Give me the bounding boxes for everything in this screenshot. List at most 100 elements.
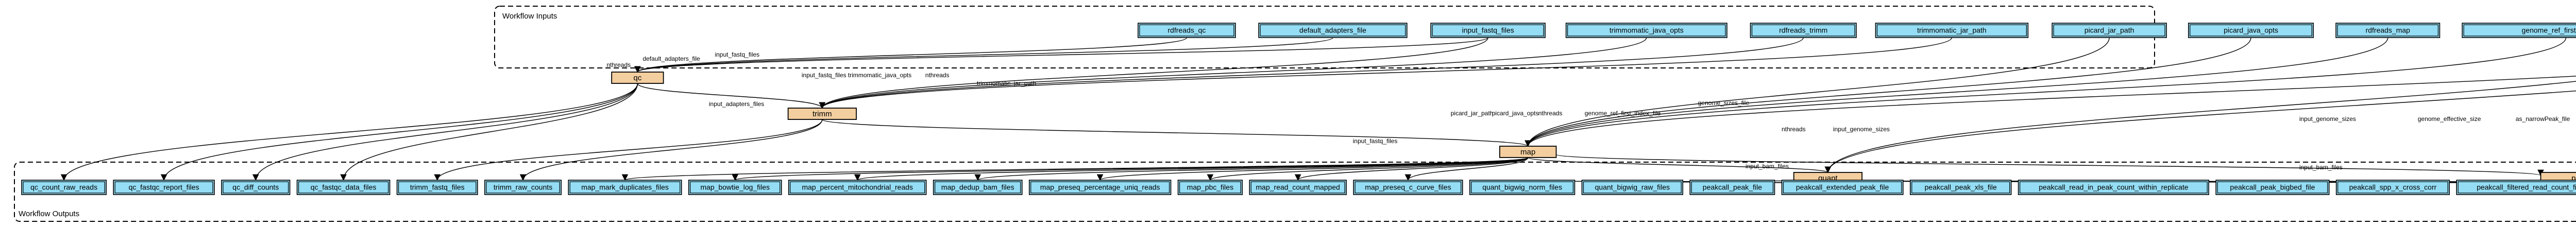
input-node-input-fastq-files[interactable]: input_fastq_files <box>1430 23 1546 38</box>
output-node-map-percent-mitochondrial-reads[interactable]: map_percent_mitochondrial_reads <box>788 180 927 195</box>
output-node-label: peakcall_peak_file <box>1703 183 1762 191</box>
output-node-qc-fastqc-data-files[interactable]: qc_fastqc_data_files <box>296 180 391 195</box>
input-node-label: rdfreads_map <box>2366 26 2411 34</box>
edge-label-map-genome-sizes: genome_sizes_file <box>1698 99 1750 107</box>
output-node-map-dedup-bam-files[interactable]: map_dedup_bam_files <box>933 180 1023 195</box>
edge-label-map-picard-java-opts: picard_java_opts <box>1492 110 1539 117</box>
output-node-label: peakcall_read_in_peak_count_within_repli… <box>2039 183 2189 191</box>
edge-qc-to-output-3 <box>340 83 638 181</box>
output-node-label: map_pbc_files <box>1187 183 1233 191</box>
output-node-label: map_percent_mitochondrial_reads <box>802 183 913 191</box>
edge-map-to-output-11 <box>1207 157 1529 181</box>
input-node-trimmomatic-jar-path[interactable]: trimmomatic_jar_path <box>1875 23 2029 38</box>
output-node-trimm-raw-counts[interactable]: trimm_raw_counts <box>484 180 562 195</box>
input-node-default-adapters-file[interactable]: default_adapters_file <box>1258 23 1408 38</box>
output-node-quant-bigwig-raw-files[interactable]: quant_bigwig_raw_files <box>1581 180 1684 195</box>
output-node-label: peakcall_extended_peak_file <box>1796 183 1889 191</box>
input-node-label: rdfreads_qc <box>1168 26 1206 34</box>
step-node-map[interactable]: map <box>1499 146 1557 158</box>
output-node-quant-bigwig-norm-files[interactable]: quant_bigwig_norm_files <box>1469 180 1575 195</box>
input-node-rdfreads-map[interactable]: rdfreads_map <box>2335 23 2441 38</box>
edge-label-peak-genome-effective-size: genome_effective_size <box>2418 115 2481 123</box>
edge-input-11-to-map <box>1524 76 2576 147</box>
output-node-qc-diff-counts[interactable]: qc_diff_counts <box>221 180 291 195</box>
edge-map-to-output-10 <box>1097 157 1529 181</box>
edge-label-map-picard-jar: picard_jar_path <box>1451 110 1494 117</box>
input-nodes: rdfreads_qc default_adapters_file input_fa… <box>1138 23 2576 38</box>
step-node-label: peak_call <box>2571 174 2576 183</box>
output-node-label: map_preseq_percentage_uniq_reads <box>1040 183 1160 191</box>
output-node-label: quant_bigwig_raw_files <box>1595 183 1670 191</box>
edge-input-7-to-map <box>1524 37 2251 147</box>
edge-label-map-input-fastq: input_fastq_files <box>1353 137 1398 145</box>
edge-input-2-to-qc <box>634 37 1488 73</box>
output-node-label: map_read_count_mapped <box>1256 183 1340 191</box>
output-node-peakcall-extended-peak-file[interactable]: peakcall_extended_peak_file <box>1781 180 1904 195</box>
input-node-genome-ref-first-index-file[interactable]: genome_ref_first_index_file <box>2462 23 2576 38</box>
output-node-map-mark-duplicates-files[interactable]: map_mark_duplicates_files <box>568 180 682 195</box>
edge-map-to-output-12 <box>1295 157 1529 181</box>
edge-map-to-output-7 <box>732 157 1529 181</box>
output-node-label: trimm_raw_counts <box>494 183 552 191</box>
edge-map-to-output-13 <box>1404 157 1529 181</box>
output-node-map-pbc-files[interactable]: map_pbc_files <box>1177 180 1243 195</box>
workflow-inputs-title: Workflow Inputs <box>502 12 557 21</box>
workflow-outputs-title: Workflow Outputs <box>19 209 79 218</box>
edge-map-to-quant <box>1528 157 1831 173</box>
edge-input-0-to-qc <box>634 37 1188 73</box>
edge-label-peak-input-bam: input_bam_files <box>2299 164 2343 171</box>
input-node-label: trimmomatic_jar_path <box>1917 26 1987 34</box>
input-node-picard-jar-path[interactable]: picard_jar_path <box>2052 23 2167 38</box>
edge-label-map-genome-ref: genome_ref_first_index_file <box>1585 110 1661 117</box>
edge-label-qc-default-adapters: default_adapters_file <box>642 55 700 62</box>
output-nodes: qc_count_raw_reads qc_fastqc_report_files… <box>21 180 2576 195</box>
output-node-peakcall-filtered-read-count-file[interactable]: peakcall_filtered_read_count_file <box>2456 180 2576 195</box>
edge-trimm-to-map <box>822 119 1531 147</box>
edge-label-trimm-input-fastq: input_fastq_files <box>802 72 846 79</box>
output-node-peakcall-peak-file[interactable]: peakcall_peak_file <box>1689 180 1775 195</box>
output-node-peakcall-peak-xls-file[interactable]: peakcall_peak_xls_file <box>1910 180 2012 195</box>
output-node-label: map_preseq_c_curve_files <box>1365 183 1451 191</box>
input-node-picard-java-opts[interactable]: picard_java_opts <box>2188 23 2314 38</box>
output-node-peakcall-peak-bigbed-file[interactable]: peakcall_peak_bigbed_file <box>2215 180 2330 195</box>
step-node-label: trimm <box>812 110 832 118</box>
output-node-label: qc_count_raw_reads <box>30 183 97 191</box>
output-node-map-bowtie-log-files[interactable]: map_bowtie_log_files <box>688 180 782 195</box>
step-node-qc[interactable]: qc <box>611 72 664 84</box>
edge-map-to-peak-call <box>1555 154 2544 177</box>
output-node-qc-fastqc-report-files[interactable]: qc_fastqc_report_files <box>113 180 215 195</box>
step-node-trimm[interactable]: trimm <box>787 108 857 120</box>
output-node-map-preseq-percentage-uniq-reads[interactable]: map_preseq_percentage_uniq_reads <box>1029 180 1172 195</box>
edge-input-9-to-map <box>1524 37 2567 147</box>
edge-label-trimm-input-adapters: input_adapters_files <box>709 100 764 108</box>
edge-label-trimm-jar-path: trimmomatic_jar_path <box>977 80 1036 87</box>
edge-label-quant-input-genome-sizes: input_genome_sizes <box>1833 126 1890 133</box>
output-node-qc-count-raw-reads[interactable]: qc_count_raw_reads <box>21 180 107 195</box>
output-node-peakcall-spp-x-cross-corr[interactable]: peakcall_spp_x_cross_corr <box>2335 180 2450 195</box>
output-node-map-preseq-c-curve-files[interactable]: map_preseq_c_curve_files <box>1353 180 1463 195</box>
edge-label-peak-input-genome-sizes: input_genome_sizes <box>2299 115 2356 123</box>
input-node-label: input_fastq_files <box>1462 26 1514 34</box>
edge-label-quant-nthreads: nthreads <box>1782 126 1806 133</box>
edge-label-quant-input-bam: input_bam_files <box>1745 163 1789 170</box>
edge-map-to-output-9 <box>975 157 1529 181</box>
input-node-rdfreads-trimm[interactable]: rdfreads_trimm <box>1750 23 1857 38</box>
output-node-label: peakcall_spp_x_cross_corr <box>2349 183 2437 191</box>
input-node-label: picard_jar_path <box>2084 26 2134 34</box>
output-node-peakcall-read-in-peak-count-within-replicate[interactable]: peakcall_read_in_peak_count_within_repli… <box>2018 180 2210 195</box>
output-node-label: map_bowtie_log_files <box>700 183 770 191</box>
edge-input-3-to-trimm <box>819 37 1647 109</box>
edge-input-5-to-trimm <box>819 37 1953 109</box>
output-node-label: qc_diff_counts <box>232 183 279 191</box>
input-node-trimmomatic-java-opts[interactable]: trimmomatic_java_opts <box>1565 23 1727 38</box>
output-node-map-read-count-mapped[interactable]: map_read_count_mapped <box>1249 180 1347 195</box>
edge-qc-to-output-0 <box>60 83 638 181</box>
input-node-label: genome_ref_first_index_file <box>2522 26 2576 34</box>
input-node-rdfreads-qc[interactable]: rdfreads_qc <box>1138 23 1236 38</box>
edge-label-qc-input-fastq: input_fastq_files <box>715 51 759 58</box>
output-node-trimm-fastq-files[interactable]: trimm_fastq_files <box>396 180 478 195</box>
edge-input-10-to-quant <box>1824 81 2576 173</box>
output-node-label: map_mark_duplicates_files <box>581 183 669 191</box>
step-node-label: qc <box>634 74 642 82</box>
output-node-label: trimm_fastq_files <box>410 183 465 191</box>
